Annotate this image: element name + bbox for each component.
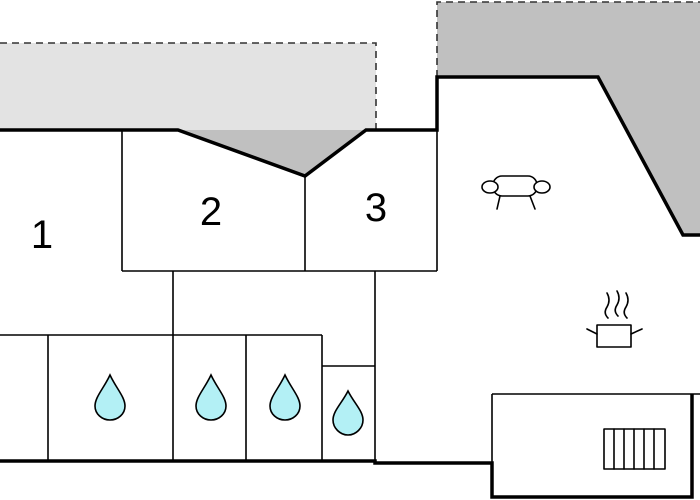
terrace-right [437, 2, 700, 235]
water-drop-icon [269, 373, 301, 421]
room-label-3: 3 [365, 186, 387, 230]
exterior-wall [0, 75, 700, 237]
water-drop-icons [94, 373, 364, 436]
terrace-left [0, 43, 376, 130]
room-label-2: 2 [200, 190, 222, 234]
interior-partitions [0, 130, 700, 463]
terrace-right-outline [436, 1, 700, 77]
cooking-pot-icon [586, 290, 643, 348]
sofa-icon [481, 175, 551, 210]
radiator-icon [603, 428, 666, 470]
water-drop-icon [332, 389, 364, 436]
room-label-1: 1 [31, 213, 53, 257]
terrace-left-outline [0, 42, 377, 130]
water-drop-icon [195, 373, 227, 421]
exterior-wall-bottom [0, 394, 694, 499]
water-drop-icon [94, 373, 126, 421]
